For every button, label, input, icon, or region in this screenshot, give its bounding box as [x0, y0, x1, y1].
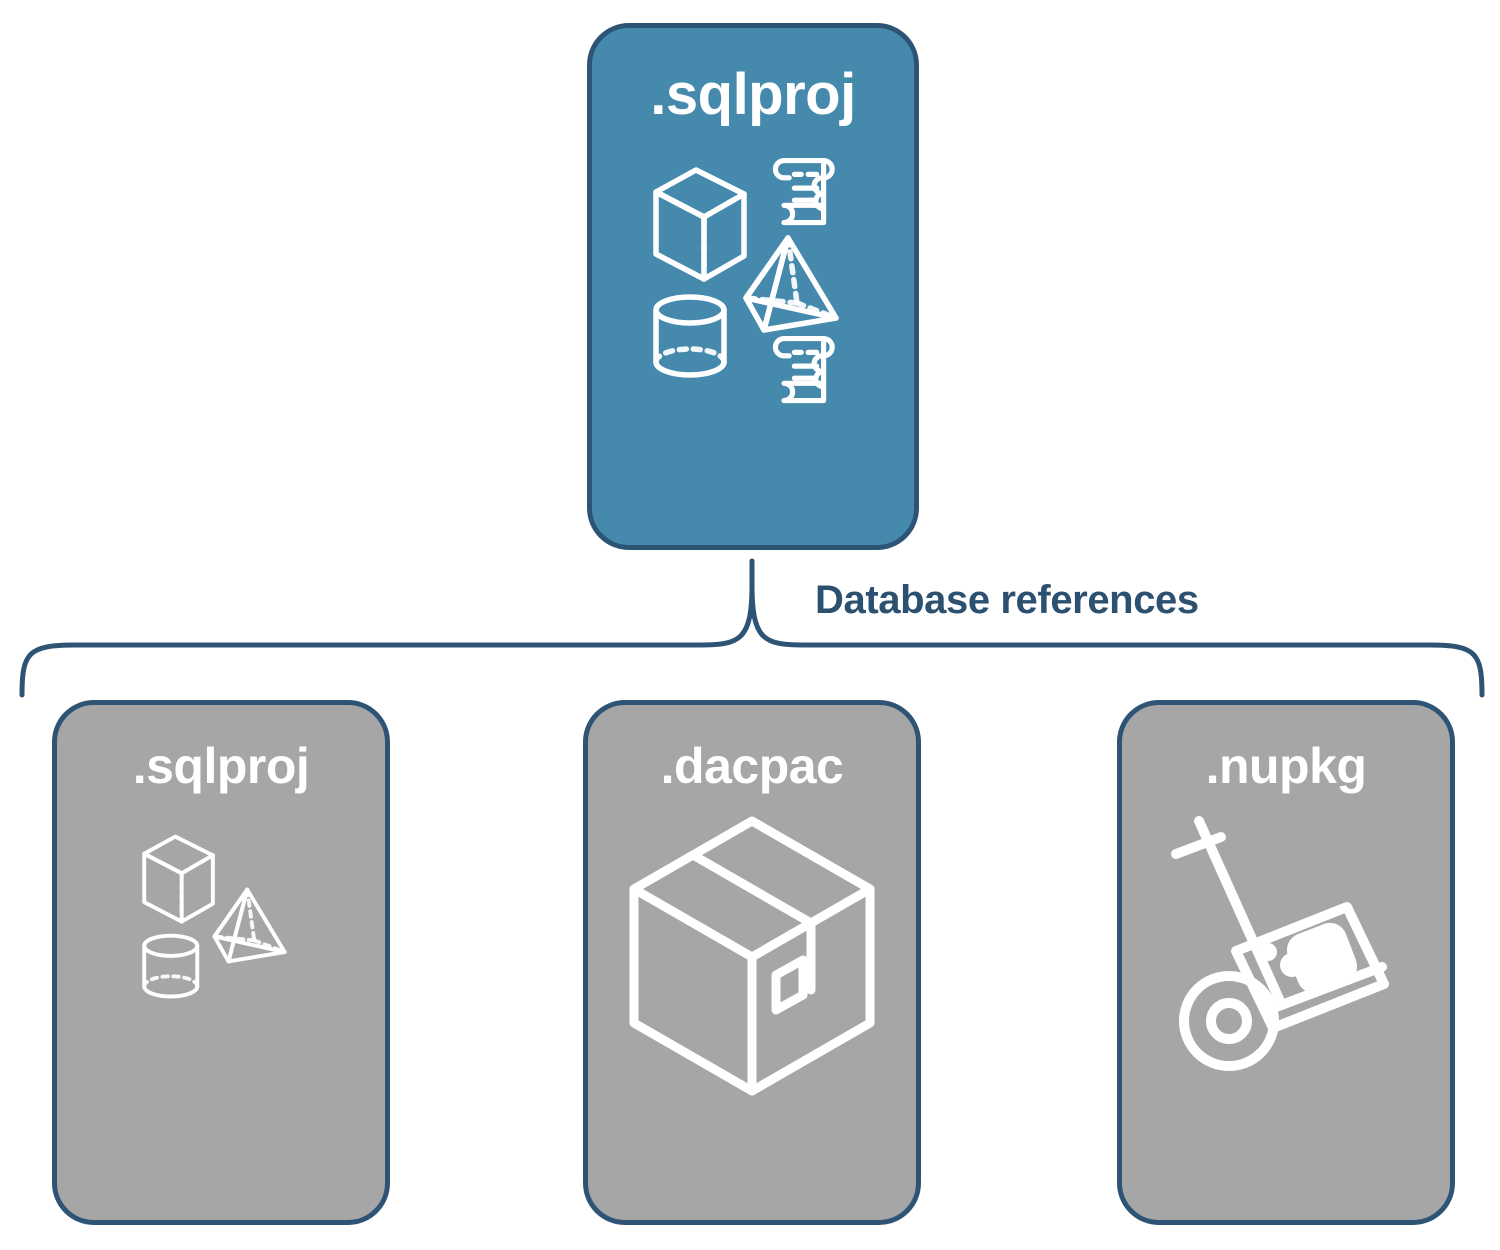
node-title: .sqlproj — [132, 738, 310, 794]
cube-icon — [142, 834, 215, 924]
cylinder-icon — [142, 933, 200, 999]
source-node-icon-group — [648, 150, 858, 420]
database-references-brace-connector — [19, 558, 1485, 698]
shapes-icon-cluster — [142, 834, 287, 999]
package-box-icon — [629, 816, 875, 1096]
scroll-icon — [772, 158, 835, 226]
brace-left-arm — [19, 582, 755, 698]
hand-truck-icon — [1171, 816, 1389, 1071]
node-title: .sqlproj — [650, 62, 856, 127]
scroll-icon — [772, 336, 835, 404]
pyramid-icon — [743, 235, 839, 333]
target-node-icon-group — [1151, 809, 1421, 1094]
package-logo-glyph — [1259, 922, 1358, 994]
connector-label-database-references: Database references — [815, 578, 1199, 622]
pyramid-icon — [212, 887, 287, 964]
target-node-icon-group — [617, 809, 887, 1096]
node-card-dacpac[interactable]: .dacpac — [583, 700, 921, 1225]
node-card-nupkg[interactable]: .nupkg — [1117, 700, 1455, 1225]
target-node-icon-group — [116, 809, 326, 1019]
cylinder-icon — [653, 294, 727, 378]
shapes-and-scripts-icon-cluster — [653, 158, 839, 404]
node-card-sqlproj-reference[interactable]: .sqlproj — [52, 700, 390, 1225]
node-title: .dacpac — [660, 738, 844, 794]
cube-icon — [653, 167, 747, 282]
node-title: .nupkg — [1205, 738, 1367, 794]
node-card-sqlproj-source[interactable]: .sqlproj — [587, 23, 919, 550]
